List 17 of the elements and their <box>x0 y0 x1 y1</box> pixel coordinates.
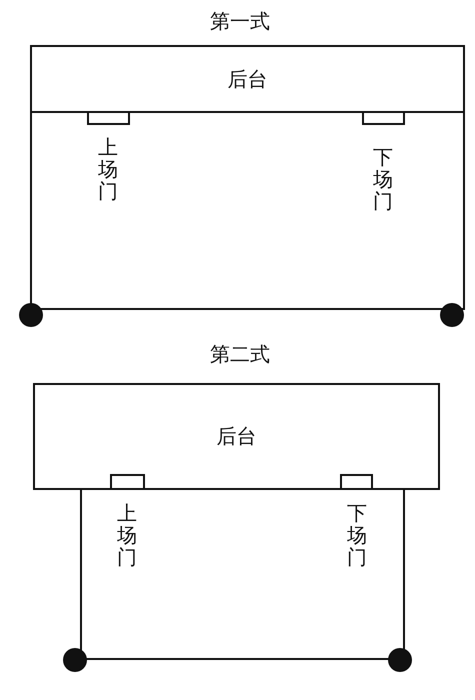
door-label: 下场门 <box>373 146 393 212</box>
pillar-dot <box>388 648 412 672</box>
figure-heading: 第一式 <box>210 8 270 35</box>
backstage-box <box>30 45 465 113</box>
door-box <box>110 474 145 490</box>
pillar-dot <box>19 303 43 327</box>
door-label: 上场门 <box>117 502 137 568</box>
door-box <box>340 474 373 490</box>
backstage-box <box>33 383 440 490</box>
stage-outline <box>30 111 465 310</box>
backstage-label: 后台 <box>228 66 268 92</box>
pillar-dot <box>63 648 87 672</box>
pillar-dot <box>440 303 464 327</box>
backstage-label: 后台 <box>216 423 256 450</box>
door-label: 下场门 <box>347 502 367 568</box>
figure-heading: 第二式 <box>210 341 270 368</box>
door-label: 上场门 <box>98 136 118 202</box>
